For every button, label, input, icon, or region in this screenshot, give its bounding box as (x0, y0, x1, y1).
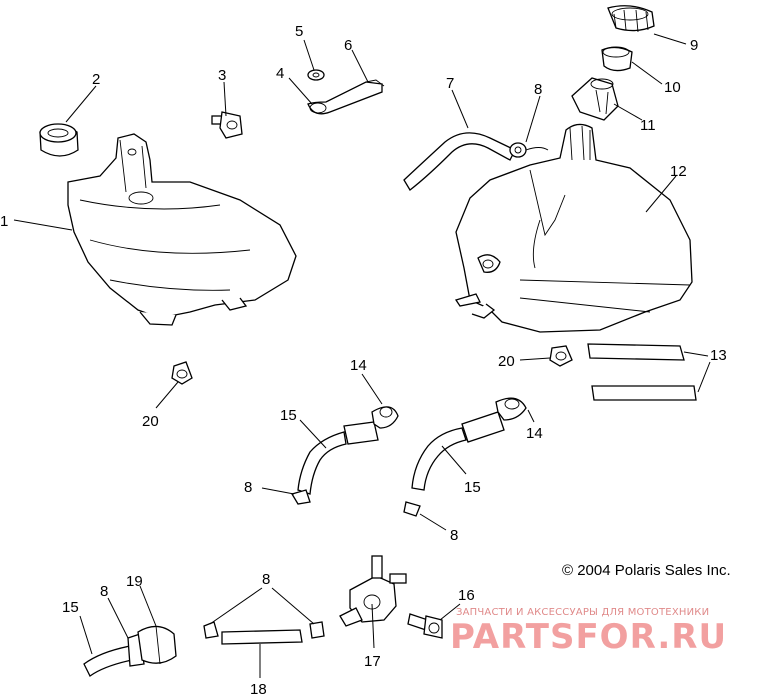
callout-6: 6 (344, 37, 352, 54)
parts-4-5-6-tether (307, 69, 385, 115)
part-11-filler-neck (571, 77, 619, 121)
callout-16: 16 (458, 587, 475, 604)
callout-labels: 1 2 3 4 5 6 7 8 9 10 11 12 13 20 20 14 1… (0, 23, 727, 696)
part-13-decals (587, 343, 697, 401)
part-18-hose (203, 621, 325, 645)
part-8-clamp-top (509, 142, 549, 158)
leader-lines (13, 33, 711, 678)
callout-4: 4 (276, 65, 284, 82)
part-3-bolt (211, 111, 243, 139)
callout-20-left: 20 (142, 413, 159, 430)
callout-19: 19 (126, 573, 143, 590)
callout-7: 7 (446, 75, 454, 92)
filter-assembly (83, 625, 177, 677)
callout-15-right: 15 (464, 479, 481, 496)
callout-13: 13 (710, 347, 727, 364)
part-17-fuel-valve (339, 555, 407, 627)
part-1-fuel-tank-left (67, 133, 297, 326)
callout-8-left: 8 (244, 479, 252, 496)
part-20-fastener-left (171, 361, 193, 385)
part-12-fuel-tank-right (454, 123, 693, 333)
callout-8-right: 8 (450, 527, 458, 544)
callout-20-right: 20 (498, 353, 515, 370)
callout-10: 10 (664, 79, 681, 96)
callout-11: 11 (640, 117, 656, 134)
callout-1: 1 (0, 213, 8, 230)
callout-8-top: 8 (534, 81, 542, 98)
callout-8-hose: 8 (262, 571, 270, 588)
part-9-fuel-cap (607, 5, 655, 33)
callout-14-left: 14 (350, 357, 367, 374)
callout-18: 18 (250, 681, 267, 696)
callout-8-bottom: 8 (100, 583, 108, 600)
callout-17: 17 (364, 653, 381, 670)
callout-14-right: 14 (526, 425, 543, 442)
part-20-fastener-right (549, 345, 573, 367)
hose-assembly-left (291, 406, 399, 505)
watermark-brand: PARTSFOR.RU (450, 617, 727, 657)
callout-9: 9 (690, 37, 698, 54)
copyright-notice: © 2004 Polaris Sales Inc. (562, 562, 731, 579)
callout-15-left: 15 (280, 407, 297, 424)
part-2-grommet (39, 123, 79, 157)
callout-15-bottom: 15 (62, 599, 79, 616)
watermark: ЗАПЧАСТИ И АКСЕССУАРЫ ДЛЯ МОТОТЕХНИКИ PA… (450, 607, 727, 657)
callout-5: 5 (295, 23, 303, 40)
callout-3: 3 (218, 67, 226, 84)
hose-assembly-right (403, 397, 527, 517)
part-16-bolt (407, 613, 443, 639)
callout-12: 12 (670, 163, 687, 180)
part-7-vent-hose (403, 132, 516, 191)
watermark-caption: ЗАПЧАСТИ И АКСЕССУАРЫ ДЛЯ МОТОТЕХНИКИ (456, 607, 709, 618)
part-10-cap-seal (601, 46, 633, 72)
callout-2: 2 (92, 71, 100, 88)
